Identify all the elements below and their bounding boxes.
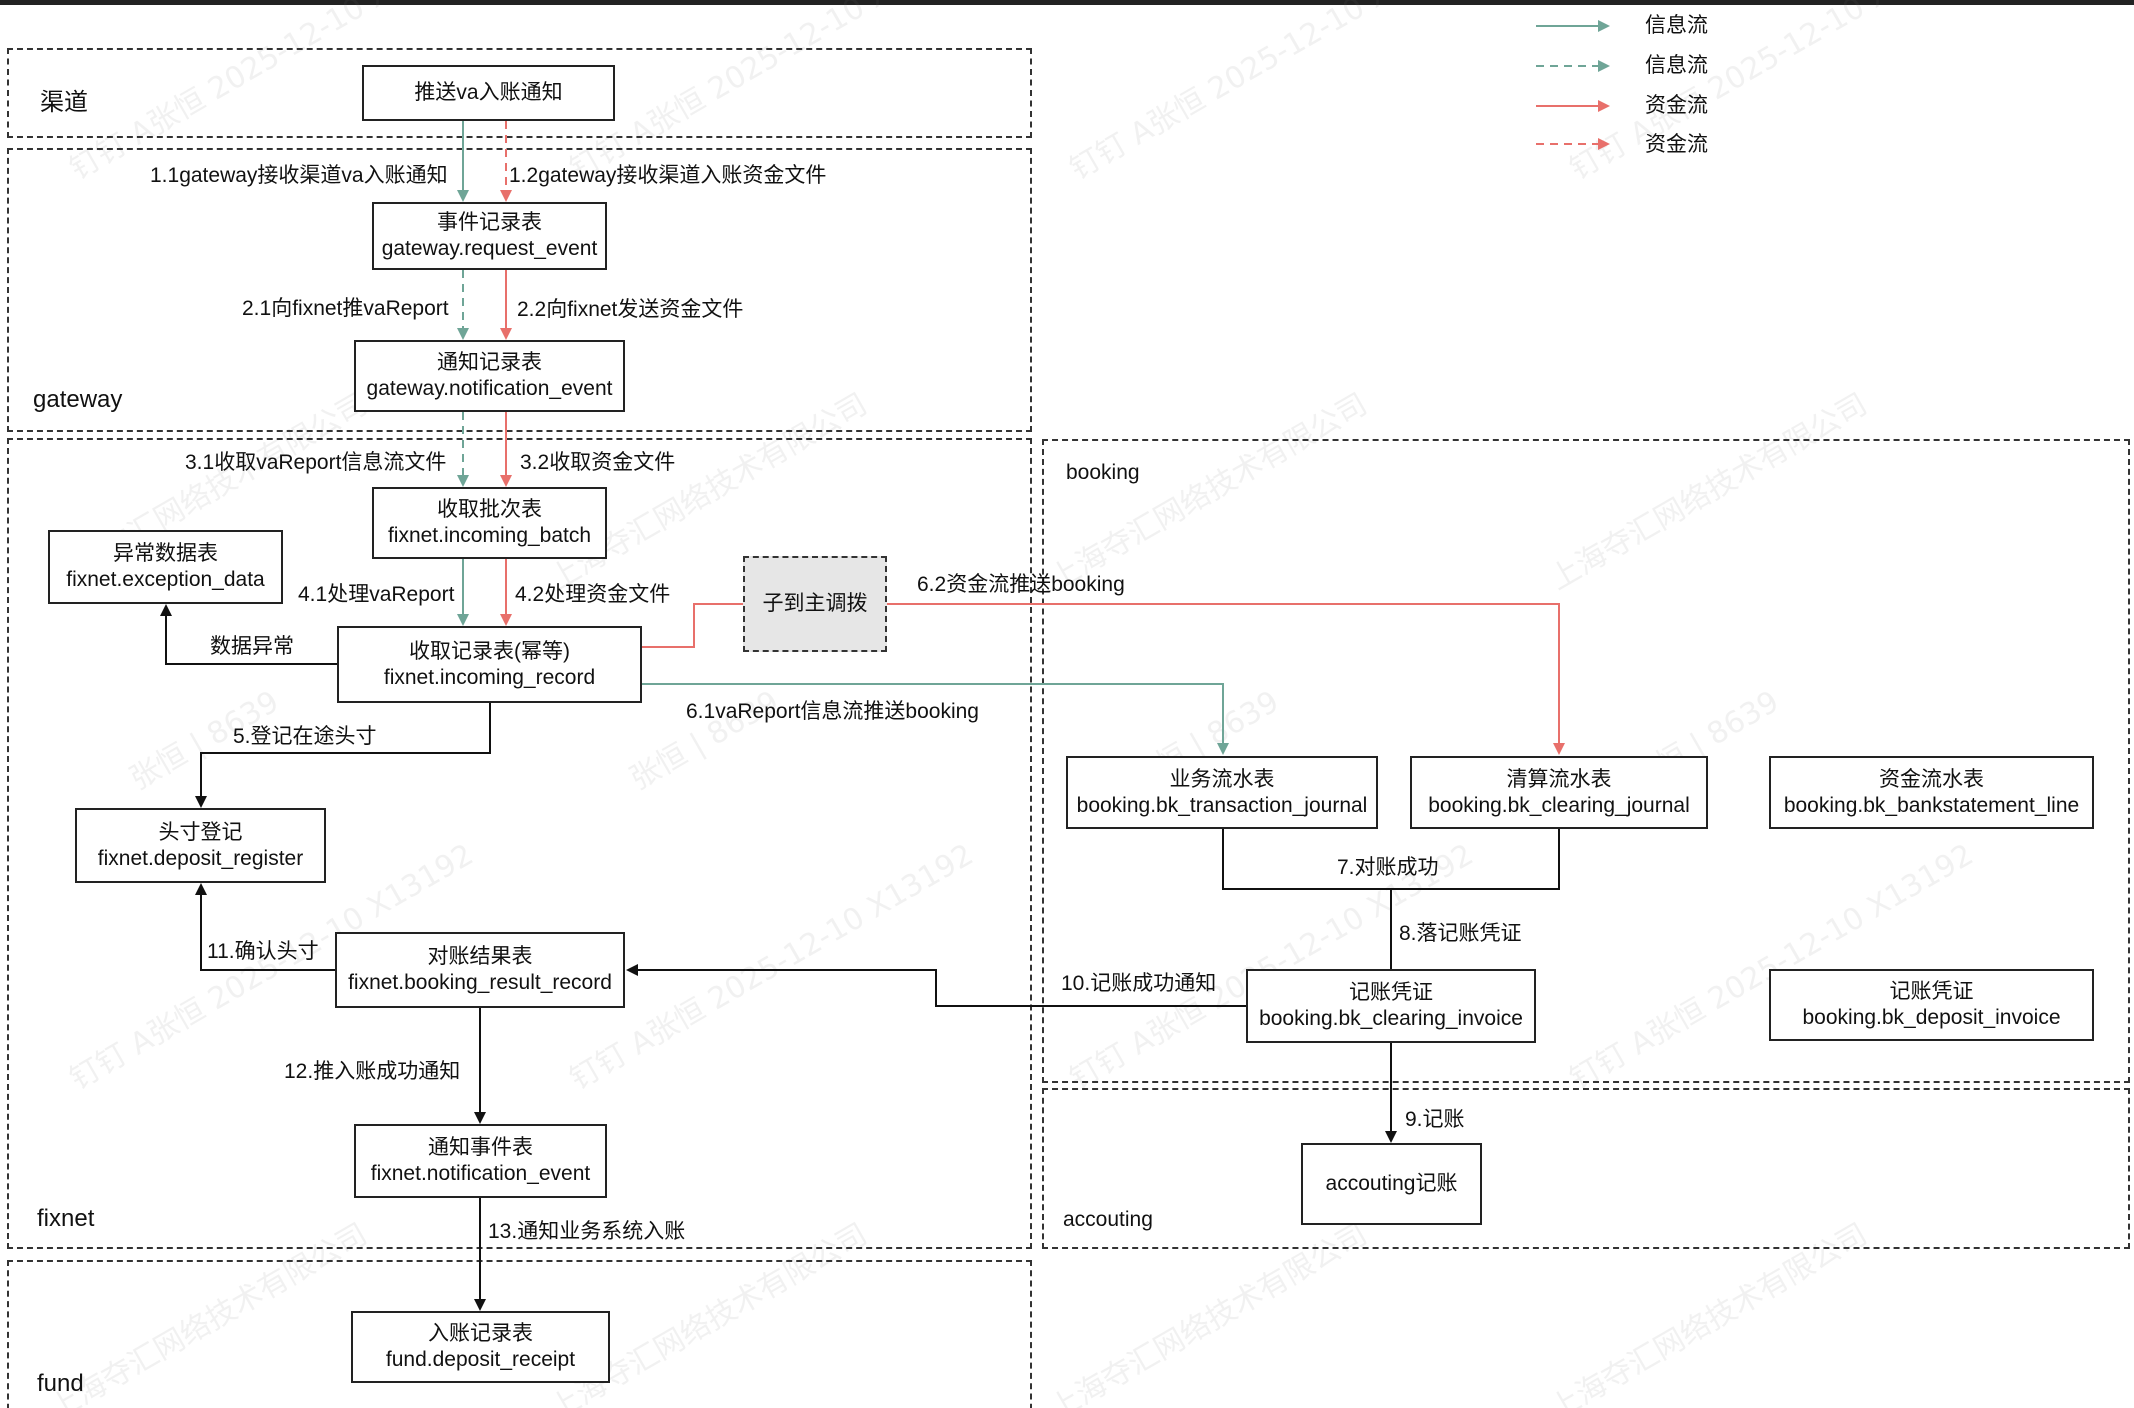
edge-label-13: 13.通知业务系统入账 <box>488 1220 686 1243</box>
node-clearing-invoice-table: booking.bk_clearing_invoice <box>1259 1007 1523 1030</box>
node-request-event: 事件记录表 gateway.request_event <box>372 202 607 270</box>
edge-label-9: 9.记账 <box>1405 1108 1465 1131</box>
node-deposit-register-table: fixnet.deposit_register <box>97 846 304 870</box>
node-sub-to-main: 子到主调拨 <box>743 556 887 652</box>
node-deposit-invoice: 记账凭证 booking.bk_deposit_invoice <box>1769 969 2094 1041</box>
top-border <box>0 0 2134 5</box>
lane-label-fund: fund <box>37 1370 84 1397</box>
node-request-event-table: gateway.request_event <box>381 237 598 260</box>
node-fixnet-notification-event-title: 通知事件表 <box>428 1136 533 1159</box>
node-exception-data-title: 异常数据表 <box>113 542 218 565</box>
node-sub-to-main-title: 子到主调拨 <box>762 592 868 615</box>
node-booking-result-record: 对账结果表 fixnet.booking_result_record <box>335 932 625 1008</box>
node-request-event-title: 事件记录表 <box>437 211 542 234</box>
lane-fixnet <box>7 438 1032 1249</box>
node-bankstatement-line: 资金流水表 booking.bk_bankstatement_line <box>1769 756 2094 829</box>
lane-channel <box>7 48 1032 138</box>
node-exception-data: 异常数据表 fixnet.exception_data <box>48 530 283 604</box>
edge-label-4-1: 4.1处理vaReport <box>298 583 455 606</box>
lane-booking <box>1042 439 2130 1083</box>
lane-label-fixnet: fixnet <box>37 1205 95 1232</box>
node-transaction-journal: 业务流水表 booking.bk_transaction_journal <box>1066 756 1378 829</box>
lane-label-booking: booking <box>1066 461 1140 484</box>
edge-label-2-1: 2.1向fixnet推vaReport <box>242 297 449 320</box>
node-booking-result-record-table: fixnet.booking_result_record <box>348 971 612 994</box>
edge-label-1-2: 1.2gateway接收渠道入账资金文件 <box>509 164 827 187</box>
node-fixnet-notification-event-table: fixnet.notification_event <box>370 1162 591 1185</box>
edge-6-2 <box>887 603 1565 755</box>
node-deposit-receipt-table: fund.deposit_receipt <box>385 1348 576 1371</box>
edge-label-3-2: 3.2收取资金文件 <box>520 451 676 474</box>
node-accouting-post: accouting记账 <box>1301 1143 1482 1225</box>
node-bankstatement-line-title: 资金流水表 <box>1879 767 1984 791</box>
node-deposit-register: 头寸登记 fixnet.deposit_register <box>75 808 326 883</box>
node-exception-data-table: fixnet.exception_data <box>66 568 265 591</box>
node-incoming-record: 收取记录表(幂等) fixnet.incoming_record <box>337 626 642 703</box>
node-clearing-journal-title: 清算流水表 <box>1506 767 1612 791</box>
edge-10 <box>626 964 1246 1007</box>
node-bankstatement-line-table: booking.bk_bankstatement_line <box>1783 793 2080 817</box>
edge-label-data-exception: 数据异常 <box>210 635 294 658</box>
edge-label-8: 8.落记账凭证 <box>1399 922 1522 945</box>
lane-accouting <box>1042 1088 2130 1249</box>
node-clearing-invoice: 记账凭证 booking.bk_clearing_invoice <box>1246 969 1536 1043</box>
edge-5 <box>195 703 491 808</box>
node-transaction-journal-title: 业务流水表 <box>1169 767 1275 791</box>
edge-11 <box>195 883 335 971</box>
lane-gateway <box>7 148 1032 432</box>
edge-label-7: 7.对账成功 <box>1337 856 1439 879</box>
node-push-va: 推送va入账通知 <box>362 65 615 121</box>
lane-fund <box>7 1260 1032 1408</box>
node-gateway-notification-event: 通知记录表 gateway.notification_event <box>354 340 625 412</box>
edge-label-3-1: 3.1收取vaReport信息流文件 <box>185 451 447 474</box>
legend-label-info-dashed: 信息流 <box>1645 54 1708 77</box>
edge-label-6-2: 6.2资金流推送booking <box>917 573 1125 596</box>
edge-label-12: 12.推入账成功通知 <box>284 1060 461 1083</box>
lane-label-accouting: accouting <box>1063 1208 1153 1231</box>
node-clearing-invoice-title: 记账凭证 <box>1349 981 1433 1004</box>
node-deposit-invoice-table: booking.bk_deposit_invoice <box>1802 1006 2061 1029</box>
node-deposit-receipt-title: 入账记录表 <box>428 1322 533 1345</box>
node-gateway-notification-event-title: 通知记录表 <box>437 351 542 374</box>
lane-label-channel: 渠道 <box>40 89 88 116</box>
node-gateway-notification-event-table: gateway.notification_event <box>366 377 613 400</box>
lane-label-gateway: gateway <box>33 386 123 413</box>
edge-label-2-2: 2.2向fixnet发送资金文件 <box>517 298 744 321</box>
node-deposit-invoice-title: 记账凭证 <box>1889 980 1974 1003</box>
node-fixnet-notification-event: 通知事件表 fixnet.notification_event <box>354 1124 607 1198</box>
node-deposit-register-title: 头寸登记 <box>158 820 243 844</box>
edge-label-11: 11.确认头寸 <box>207 940 319 963</box>
edge-label-10: 10.记账成功通知 <box>1061 972 1217 995</box>
edge-data-exception <box>160 604 337 665</box>
legend-label-fund-dashed: 资金流 <box>1645 133 1708 156</box>
node-push-va-title: 推送va入账通知 <box>414 81 563 104</box>
node-incoming-batch: 收取批次表 fixnet.incoming_batch <box>372 487 607 559</box>
edge-label-6-1: 6.1vaReport信息流推送booking <box>686 700 979 723</box>
node-incoming-record-table: fixnet.incoming_record <box>383 665 596 689</box>
node-incoming-batch-table: fixnet.incoming_batch <box>387 524 592 547</box>
node-incoming-batch-title: 收取批次表 <box>437 498 542 521</box>
node-accouting-post-title: accouting记账 <box>1325 1172 1458 1195</box>
node-incoming-record-title: 收取记录表(幂等) <box>409 639 570 663</box>
node-booking-result-record-title: 对账结果表 <box>427 945 533 968</box>
edge-label-5: 5.登记在途头寸 <box>233 725 377 748</box>
edge-6-1 <box>642 683 1229 755</box>
node-clearing-journal-table: booking.bk_clearing_journal <box>1428 793 1690 817</box>
edge-label-4-2: 4.2处理资金文件 <box>515 583 671 606</box>
legend-label-info-solid: 信息流 <box>1645 14 1708 37</box>
legend-label-fund-solid: 资金流 <box>1645 94 1708 117</box>
node-clearing-journal: 清算流水表 booking.bk_clearing_journal <box>1410 756 1708 829</box>
node-transaction-journal-table: booking.bk_transaction_journal <box>1076 793 1368 817</box>
edge-label-1-1: 1.1gateway接收渠道va入账通知 <box>150 164 448 187</box>
edge-sub-to-main <box>642 603 743 648</box>
node-deposit-receipt: 入账记录表 fund.deposit_receipt <box>351 1311 610 1383</box>
